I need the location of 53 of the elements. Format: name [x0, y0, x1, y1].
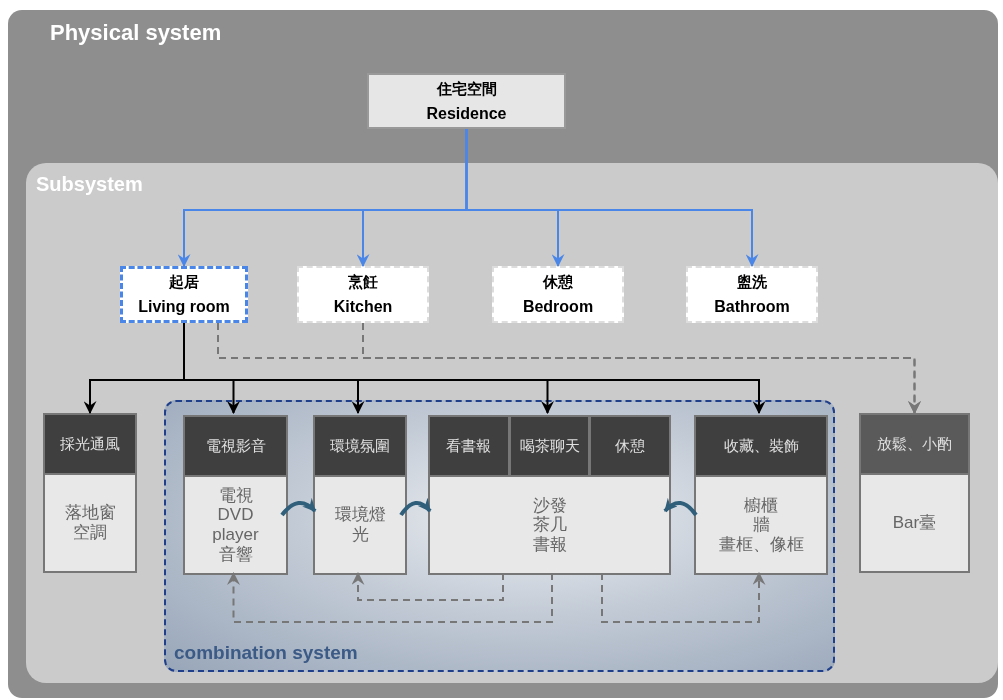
card-heading: 喝茶聊天 — [507, 417, 589, 475]
list-item: 書報 — [532, 534, 567, 555]
dashed-arrow — [362, 322, 921, 415]
english-label: Kitchen — [333, 298, 393, 316]
list-item: Bar臺 — [892, 513, 937, 533]
list-item: 電視 — [218, 485, 253, 506]
category-card — [43, 413, 137, 573]
subsystem-panel — [26, 163, 998, 683]
panel-title: Physical system — [50, 20, 222, 46]
category-card — [694, 415, 828, 575]
card-heading: 採光通風 — [45, 415, 135, 473]
group-panel — [164, 400, 835, 672]
room-box — [367, 73, 566, 129]
chinese-label: 起居 — [169, 273, 199, 292]
list-item: 沙發 — [532, 495, 567, 516]
list-item: 櫥櫃 — [744, 495, 778, 516]
english-label: Bathroom — [714, 298, 790, 316]
chinese-label: 烹飪 — [348, 273, 378, 292]
system-panel — [8, 10, 998, 698]
english-label: Residence — [426, 104, 507, 123]
card-heading: 電視影音 — [185, 417, 286, 475]
category-card — [428, 415, 671, 575]
card-heading: 放鬆、小酌 — [861, 415, 968, 473]
chinese-label: 休憩 — [543, 273, 573, 292]
arrow — [465, 128, 759, 268]
card-heading: 收藏、裝飾 — [696, 417, 826, 475]
english-label: Bedroom — [522, 298, 594, 316]
chinese-label: 盥洗 — [737, 273, 767, 292]
english-label: Living room — [138, 298, 230, 316]
category-card — [859, 413, 970, 573]
group-title: combination system — [174, 642, 358, 664]
chinese-label: 住宅空間 — [436, 79, 497, 99]
list-item: 畫框、像框 — [718, 534, 804, 555]
card-heading: 環境氛圍 — [315, 417, 405, 475]
list-item: 空調 — [73, 523, 107, 543]
dashed-arrow — [351, 571, 504, 601]
list-item: DVD player — [211, 505, 260, 545]
card-heading: 休憩 — [588, 417, 669, 475]
room-box — [297, 266, 429, 323]
category-card — [183, 415, 288, 575]
list-item: 茶几 — [532, 515, 567, 535]
curved-arrow — [663, 497, 698, 517]
card-heading: 看書報 — [430, 417, 508, 475]
room-box — [686, 266, 818, 323]
dashed-arrow — [601, 571, 766, 623]
list-item: 牆 — [752, 515, 770, 535]
room-box — [492, 266, 624, 323]
dashed-arrow — [227, 571, 553, 623]
list-item: 落地窗 — [64, 503, 116, 523]
list-item: 音響 — [218, 544, 253, 565]
list-item: 環境燈光 — [333, 505, 387, 545]
room-box — [120, 266, 248, 323]
category-card — [313, 415, 407, 575]
